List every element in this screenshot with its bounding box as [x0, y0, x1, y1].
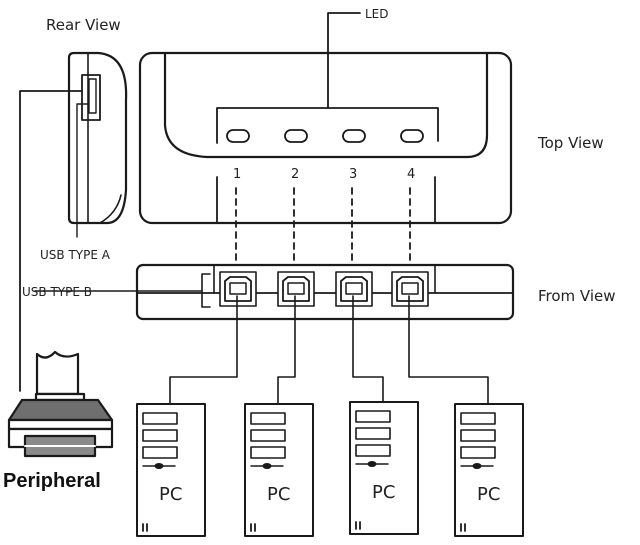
usb-type-b-label: USB TYPE B	[22, 285, 92, 299]
led-indicator	[400, 129, 424, 143]
pc-label: PC	[159, 484, 182, 505]
usb-type-b-port	[335, 271, 373, 307]
pc-tower-icon	[349, 401, 419, 535]
led-label: LED	[365, 7, 389, 21]
usb-cable	[352, 295, 384, 403]
port-number: 4	[407, 167, 415, 182]
pc-tower-icon	[454, 403, 524, 537]
led-indicator	[342, 129, 366, 143]
port-number: 3	[349, 167, 357, 182]
usb-type-b-port	[277, 271, 315, 307]
usb-type-a-leader	[76, 103, 89, 238]
usb-type-b-port	[391, 271, 429, 307]
printer-icon	[7, 350, 114, 458]
led-indicator	[226, 129, 250, 143]
top-view-label: Top View	[537, 134, 604, 152]
pc-tower-icon	[244, 403, 314, 537]
usb-type-a-port	[81, 74, 101, 121]
led-indicator	[284, 129, 308, 143]
peripheral-label: Peripheral	[3, 470, 101, 492]
front-view-device	[34, 263, 515, 321]
top-view-device	[138, 12, 513, 225]
pc-label: PC	[477, 484, 500, 505]
usb-cable	[408, 295, 489, 405]
port-number: 2	[291, 167, 299, 182]
pc-label: PC	[372, 482, 395, 503]
peripheral-cable	[19, 90, 83, 392]
usb-cable	[277, 295, 296, 405]
front-view-label: From View	[538, 287, 616, 305]
pc-tower-icon	[136, 403, 206, 537]
pc-label: PC	[267, 484, 290, 505]
usb-type-b-port	[219, 271, 257, 307]
port-number: 1	[233, 167, 241, 182]
rear-view-device	[67, 51, 128, 225]
rear-view-label: Rear View	[46, 16, 121, 34]
usb-type-a-label: USB TYPE A	[40, 248, 111, 262]
usb-cable	[169, 295, 238, 405]
